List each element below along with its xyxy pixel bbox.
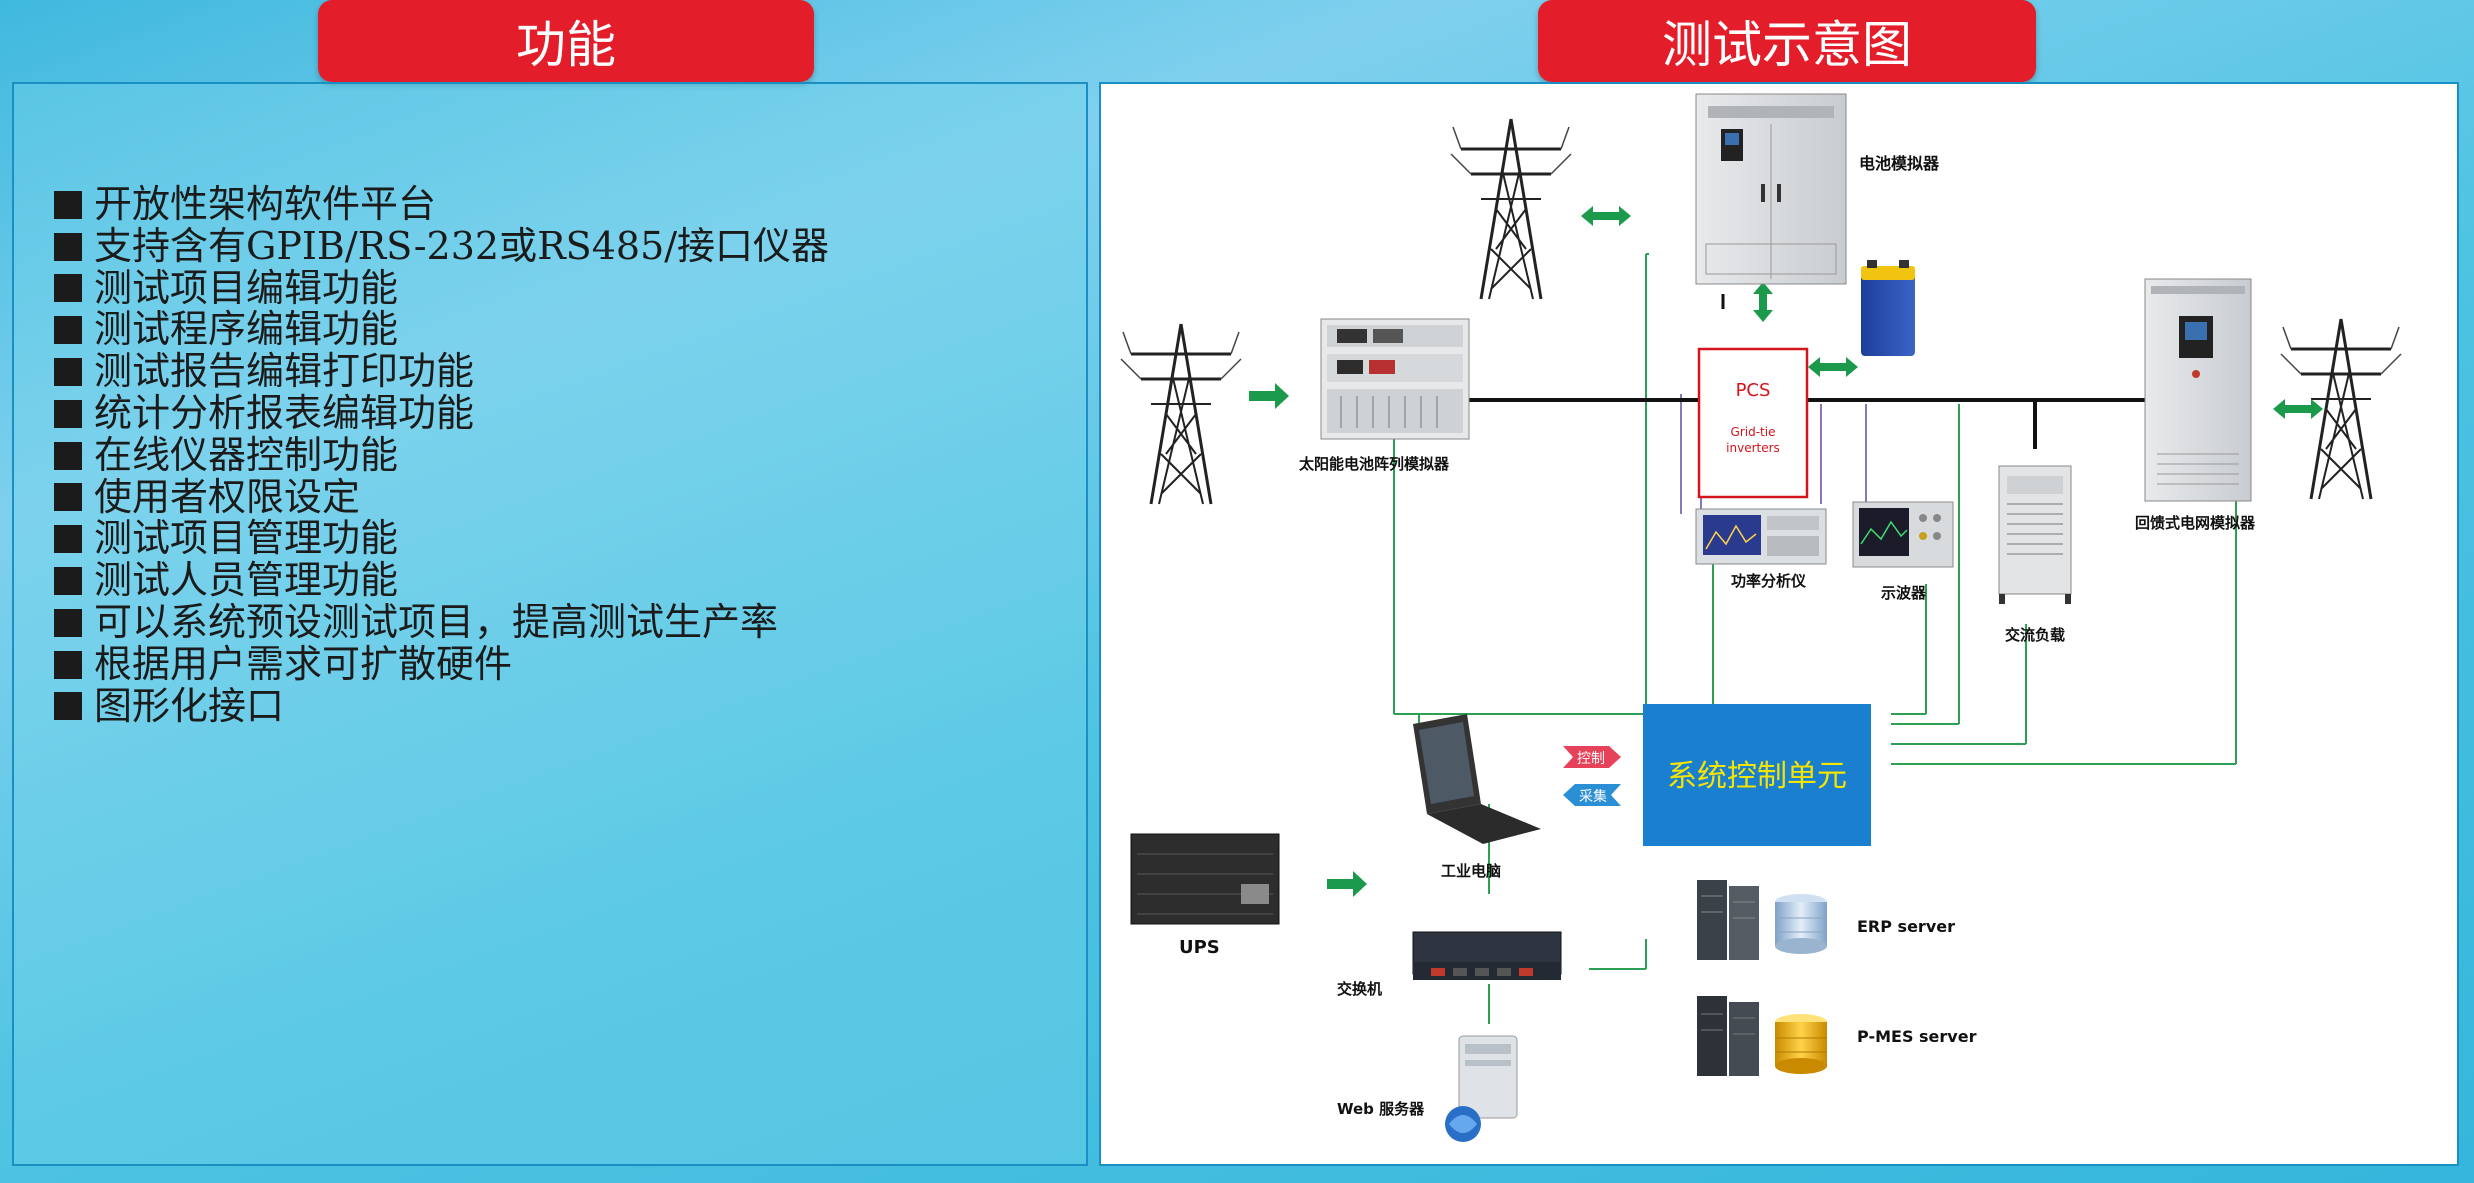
oscilloscope-label: 示波器 [1881, 584, 1927, 602]
power-flow-arrow-icon [1327, 871, 1367, 897]
square-bullet-icon [54, 358, 82, 387]
web-server-label: Web 服务器 [1337, 1100, 1425, 1118]
square-bullet-icon [54, 650, 82, 679]
feature-text: 支持含有GPIB/RS-232或RS485/接口仪器 [94, 223, 830, 268]
system-control-unit-label: 系统控制单元 [1667, 759, 1847, 794]
control-tag: 控制 [1563, 746, 1621, 768]
feature-text: 开放性架构软件平台 [94, 182, 437, 226]
test-diagram: 电池模拟器 太阳能电池阵列模拟器 PCS Grid-tie inverters … [1119, 93, 2403, 1142]
feature-text: 使用者权限设定 [94, 474, 361, 519]
network-switch-label: 交换机 [1337, 980, 1382, 998]
square-bullet-icon [54, 692, 82, 721]
ac-load-icon [1998, 465, 2072, 604]
ups-label: UPS [1179, 937, 1220, 958]
ac-load-label: 交流负载 [2005, 626, 2065, 644]
functions-header-title: 功能 [516, 16, 616, 74]
grid-simulator-icon [2144, 278, 2252, 502]
solar-simulator-label: 太阳能电池阵列模拟器 [1299, 455, 1450, 473]
ups-icon [1130, 833, 1280, 925]
feature-text: 可以系统预设测试项目，提高测试生产率 [94, 599, 779, 644]
mes-server-label: P-MES server [1857, 1027, 1977, 1046]
pcs-box: PCS Grid-tie inverters [1697, 347, 1809, 499]
feature-text: 测试项目管理功能 [94, 516, 399, 561]
feature-item: 测试项目管理功能 [54, 518, 829, 560]
square-bullet-icon [54, 567, 82, 596]
pcs-title: PCS [1736, 380, 1771, 401]
pcs-subtitle-line1: Grid-tie [1731, 425, 1776, 439]
power-analyzer-label: 功率分析仪 [1731, 572, 1807, 590]
industrial-pc-icon [1413, 714, 1541, 844]
web-server-icon [1445, 1035, 1518, 1142]
industrial-pc-label: 工业电脑 [1441, 862, 1501, 880]
system-control-unit: 系统控制单元 [1643, 704, 1871, 846]
feature-item: 测试人员管理功能 [54, 558, 829, 603]
power-analyzer-icon [1695, 508, 1827, 565]
feature-list: 开放性架构软件平台支持含有GPIB/RS-232或RS485/接口仪器测试项目编… [54, 182, 830, 728]
bidirectional-arrow-icon [2273, 399, 2323, 419]
collect-tag: 采集 [1563, 784, 1621, 806]
grid-simulator-label: 回馈式电网模拟器 [2135, 514, 2256, 532]
functions-header: 功能 [318, 0, 814, 82]
battery-icon [1861, 260, 1915, 356]
square-bullet-icon [54, 316, 82, 345]
feature-item: 使用者权限设定 [54, 474, 829, 519]
feature-item: 测试报告编辑打印功能 [54, 349, 829, 394]
diagram-header-title: 测试示意图 [1662, 16, 1912, 74]
feature-item: 测试程序编辑功能 [54, 309, 829, 351]
square-bullet-icon [54, 190, 82, 219]
feature-text: 测试程序编辑功能 [94, 307, 399, 352]
erp-server-icon [1697, 880, 1827, 960]
power-flow-arrow-icon [1249, 383, 1289, 409]
battery-simulator-icon [1695, 93, 1847, 285]
grid-tower-left-icon [1119, 322, 1243, 506]
feature-item: 图形化接口 [54, 683, 829, 728]
battery-simulator-label: 电池模拟器 [1859, 154, 1940, 173]
square-bullet-icon [54, 232, 82, 261]
square-bullet-icon [54, 483, 82, 512]
square-bullet-icon [54, 441, 82, 470]
connector-lines [1393, 253, 2237, 1024]
collect-tag-label: 采集 [1579, 788, 1607, 805]
feature-text: 测试报告编辑打印功能 [94, 349, 475, 394]
bidirectional-arrow-icon [1581, 206, 1631, 226]
feature-text: 统计分析报表编辑功能 [94, 390, 475, 435]
feature-item: 可以系统预设测试项目，提高测试生产率 [54, 599, 829, 644]
features-panel: 开放性架构软件平台支持含有GPIB/RS-232或RS485/接口仪器测试项目编… [12, 82, 1088, 1166]
feature-text: 图形化接口 [94, 683, 285, 728]
square-bullet-icon [54, 525, 82, 554]
solar-array-simulator-icon [1320, 318, 1470, 440]
feature-text: 测试人员管理功能 [94, 558, 399, 603]
grid-tower-top-icon [1449, 117, 1573, 301]
feature-item: 支持含有GPIB/RS-232或RS485/接口仪器 [54, 223, 830, 268]
bidirectional-arrow-icon [1808, 357, 1858, 377]
feature-text: 根据用户需求可扩散硬件 [94, 641, 513, 686]
oscilloscope-icon [1852, 501, 1954, 568]
diagram-header: 测试示意图 [1538, 0, 2036, 82]
erp-server-label: ERP server [1857, 917, 1955, 936]
control-tag-label: 控制 [1577, 751, 1605, 767]
feature-item: 测试项目编辑功能 [54, 265, 829, 310]
feature-item: 开放性架构软件平台 [54, 182, 829, 226]
bidirectional-arrow-icon [1753, 282, 1773, 322]
feature-text: 测试项目编辑功能 [94, 265, 399, 310]
test-diagram-panel: 电池模拟器 太阳能电池阵列模拟器 PCS Grid-tie inverters … [1099, 82, 2459, 1166]
network-switch-icon [1412, 931, 1562, 980]
mes-server-icon [1697, 996, 1827, 1076]
feature-item: 根据用户需求可扩散硬件 [54, 641, 829, 686]
pcs-subtitle-line2: inverters [1726, 441, 1780, 455]
square-bullet-icon [54, 399, 82, 428]
feature-item: 在线仪器控制功能 [54, 432, 829, 477]
square-bullet-icon [54, 608, 82, 637]
feature-text: 在线仪器控制功能 [94, 432, 399, 477]
feature-item: 统计分析报表编辑功能 [54, 390, 829, 435]
square-bullet-icon [54, 274, 82, 303]
